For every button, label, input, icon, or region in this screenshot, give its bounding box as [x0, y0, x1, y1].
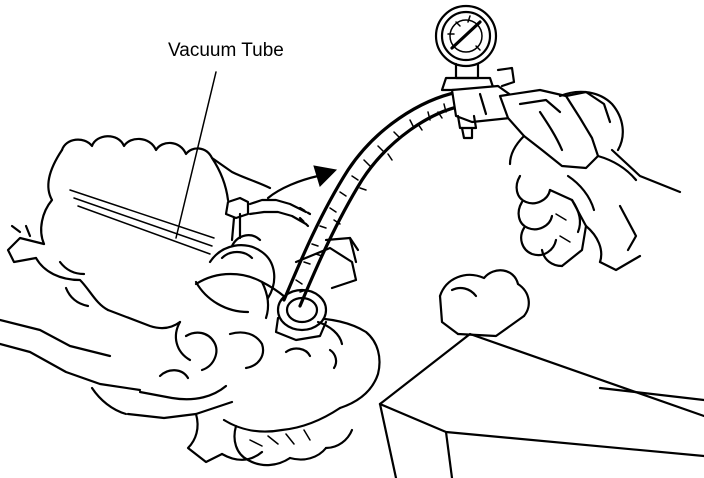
vacuum-port-fitting [274, 288, 344, 370]
pump-hand [515, 90, 682, 272]
engine-block [0, 135, 276, 464]
direction-arrow [266, 165, 338, 200]
vacuum-hose [282, 90, 464, 308]
vacuum-tube-leader-line [175, 71, 217, 239]
vacuum-tube [224, 196, 312, 242]
lower-right-housing [294, 236, 704, 478]
vacuum-tube-label: Vacuum Tube [168, 40, 284, 61]
vacuum-pump [434, 4, 612, 170]
